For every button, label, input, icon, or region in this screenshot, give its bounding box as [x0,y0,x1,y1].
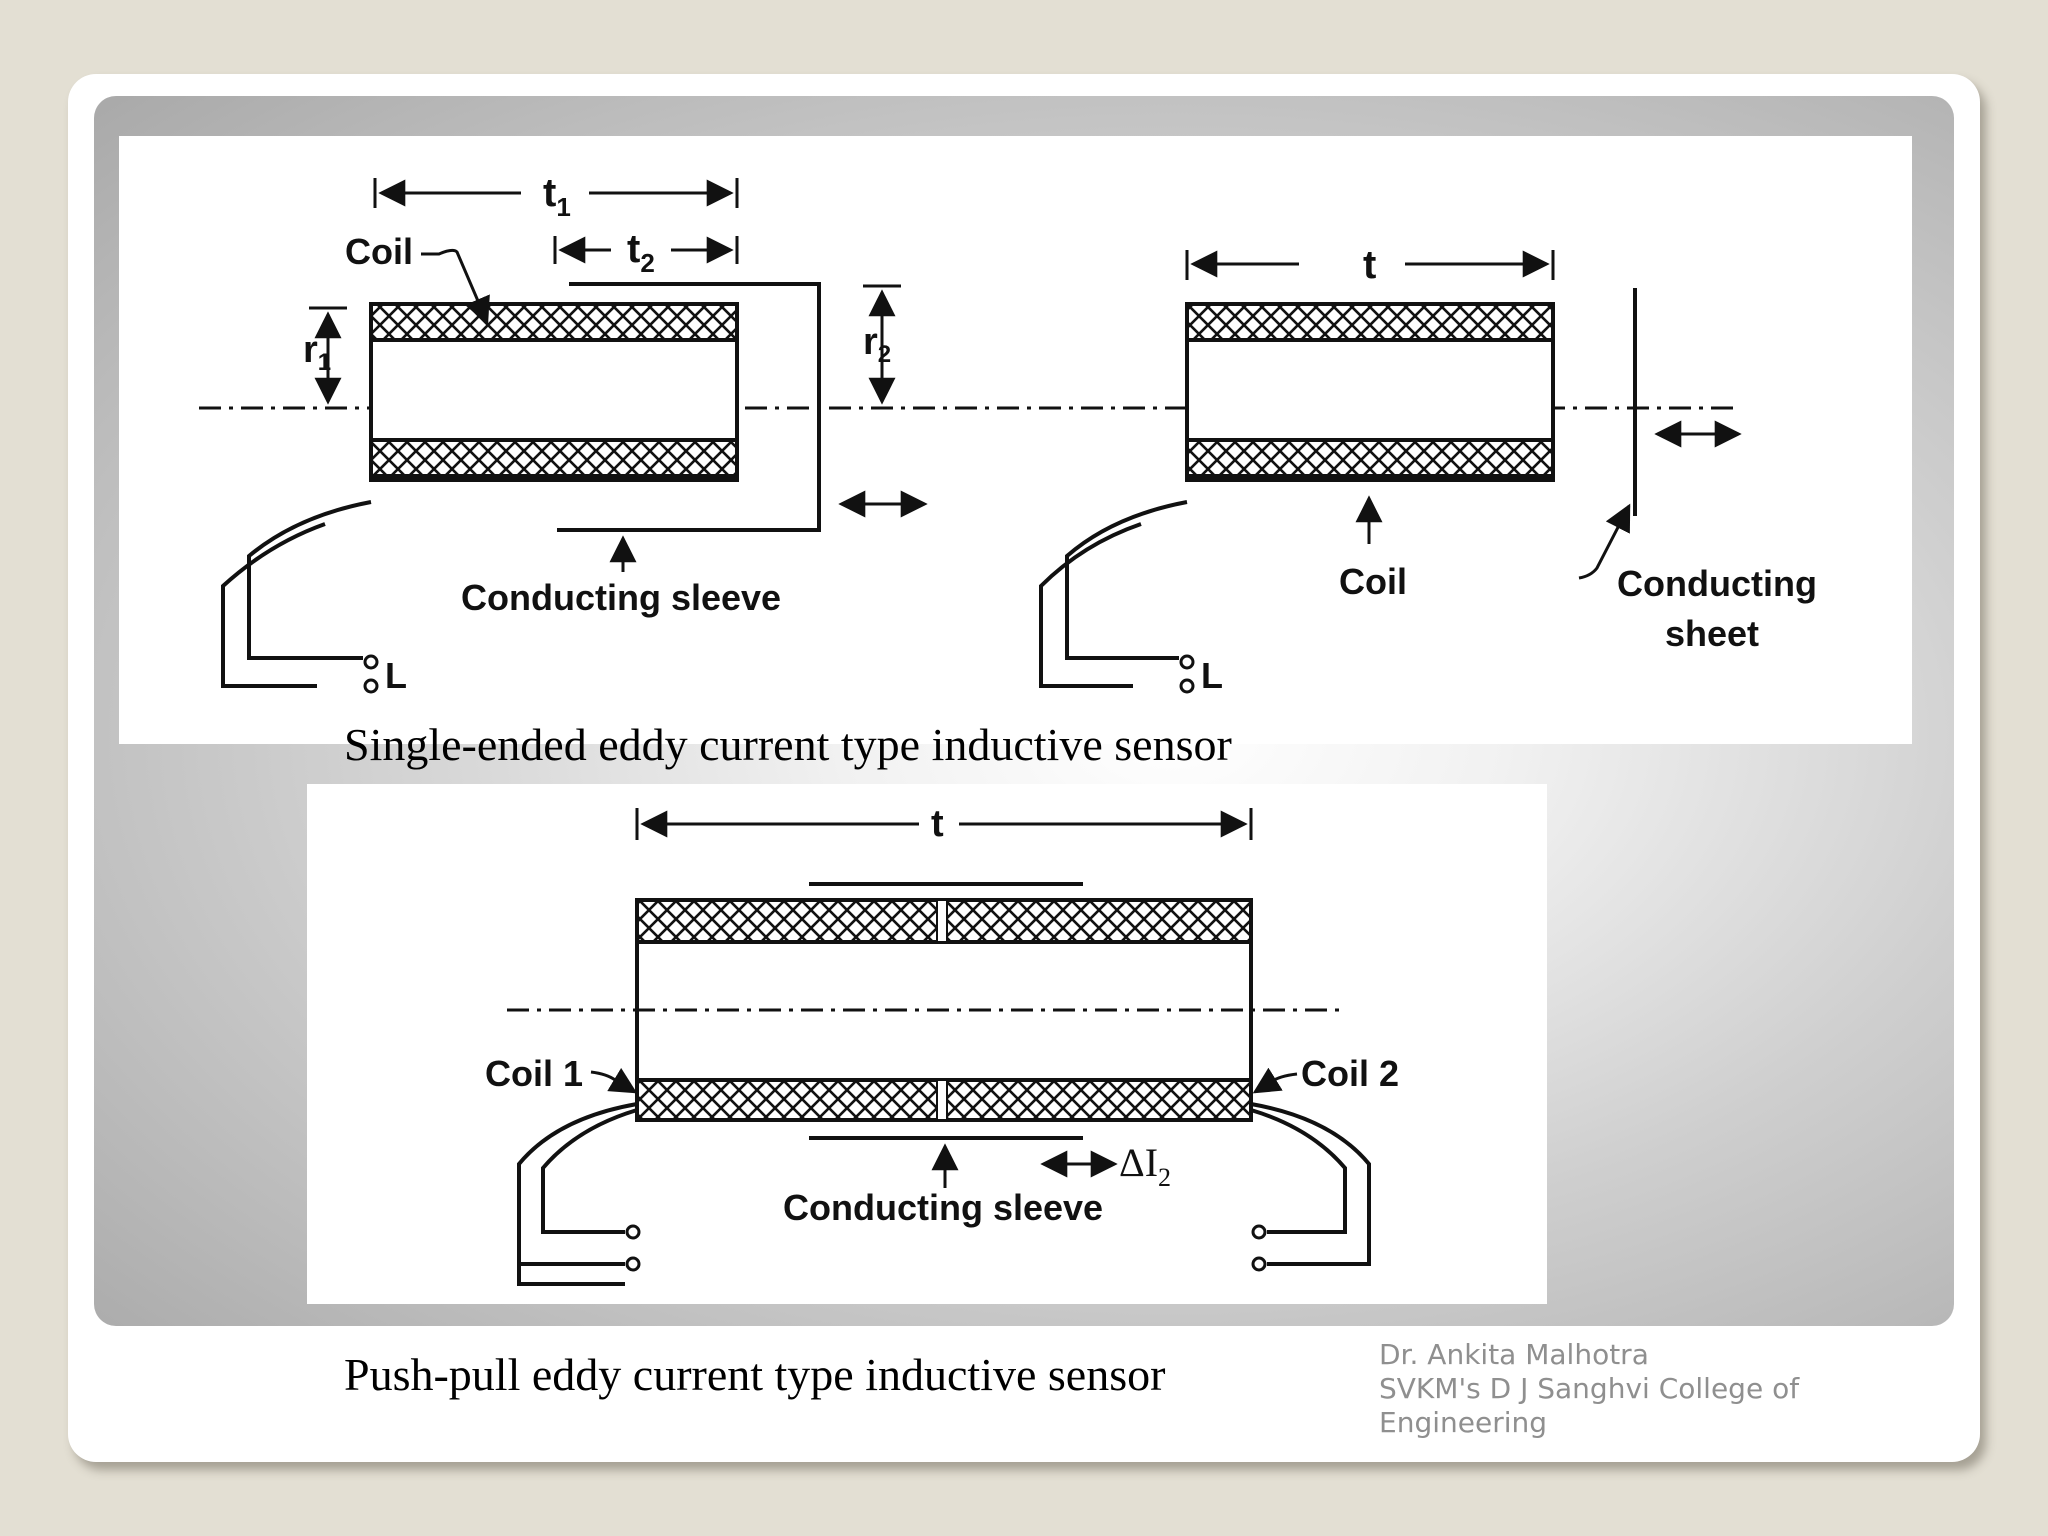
caption-push-pull: Push-pull eddy current type inductive se… [344,1349,1166,1400]
label-terminal-l-left: L [385,655,407,696]
label-delta-i2: ΔI2 [1119,1140,1171,1192]
single-ended-sensor-diagram: t1 t2 Coil r1 r2 Conducting sleeve L [119,136,1912,744]
footer-author: Dr. Ankita Malhotra [1379,1338,1649,1371]
caption-single-ended: Single-ended eddy current type inductive… [344,719,1232,770]
label-r1: r1 [303,329,331,376]
label-coil2: Coil 2 [1301,1053,1399,1094]
label-terminal-l-right: L [1201,655,1223,696]
footer-credit: Dr. Ankita Malhotra SVKM's D J Sanghvi C… [1379,1338,1939,1440]
label-coil1: Coil 1 [485,1053,583,1094]
right-coil [1185,302,1555,482]
push-pull-sensor-diagram: t Coil 1 Coil 2 Conducting sleeve ΔI2 [307,784,1547,1304]
label-t-right: t [1363,243,1376,287]
footer-institution-line2: Engineering [1379,1406,1547,1439]
conducting-sleeve-left [557,282,821,532]
label-coil-right: Coil [1339,561,1407,602]
label-conducting-sheet-line2: sheet [1665,613,1759,654]
label-conducting-sheet-line1: Conducting [1617,563,1817,604]
left-coil [369,302,739,482]
label-t-pushpull: t [931,803,944,845]
label-t1: t1 [543,171,571,222]
label-coil-left: Coil [345,231,413,272]
label-conducting-sleeve: Conducting sleeve [461,577,781,618]
label-r2: r2 [863,321,891,368]
label-t2: t2 [627,227,655,278]
label-conducting-sleeve-pushpull: Conducting sleeve [783,1187,1103,1228]
footer-institution-line1: SVKM's D J Sanghvi College of [1379,1372,1800,1405]
